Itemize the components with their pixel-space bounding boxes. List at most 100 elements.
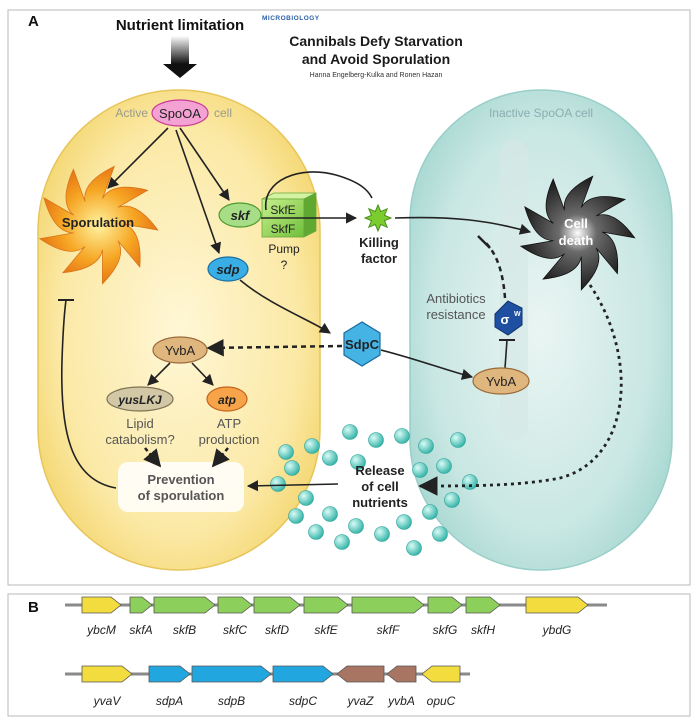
nutrient-limitation-label: Nutrient limitation xyxy=(116,17,244,34)
sporulation-starburst xyxy=(38,165,159,285)
yuslkj-label: yusLKJ xyxy=(117,393,162,407)
killing-factor-feedback-curve xyxy=(265,171,373,211)
gene-label-yvbA: yvbA xyxy=(387,694,415,708)
cell-death-starburst xyxy=(519,175,636,291)
nutrient-dot xyxy=(368,432,384,448)
arrow-yvba-atp xyxy=(191,362,214,386)
nutrient-dot xyxy=(278,444,294,460)
gene-arrow-opuC xyxy=(421,665,461,683)
release-label-line1: Release xyxy=(355,463,404,478)
gene-label-yvaV: yvaV xyxy=(93,694,122,708)
gene-label-skfA: skfA xyxy=(129,623,152,637)
nutrient-dot xyxy=(308,524,324,540)
nutrient-dot xyxy=(322,450,338,466)
yvba-left-node xyxy=(152,336,208,364)
sigma-w-superscript: W xyxy=(514,311,521,318)
journal-badge: MICROBIOLOGY xyxy=(262,15,320,22)
gene-label-ybdG: ybdG xyxy=(542,623,572,637)
nutrient-dot xyxy=(304,438,320,454)
nutrient-dot xyxy=(418,438,434,454)
pump-question: ? xyxy=(281,258,288,272)
gene-arrow-skfF xyxy=(351,596,425,614)
atp-node xyxy=(206,386,248,412)
nutrient-dots xyxy=(270,424,478,556)
atp-label: atp xyxy=(218,393,236,407)
nutrient-dot xyxy=(394,428,410,444)
nutrient-dot xyxy=(334,534,350,550)
nutrient-dot xyxy=(374,526,390,542)
skf-node xyxy=(218,202,262,228)
sdp-node xyxy=(207,256,249,282)
sigma-w-inhibition-bar xyxy=(477,235,491,249)
gene-label-skfH: skfH xyxy=(471,623,495,637)
nutrient-dot xyxy=(342,424,358,440)
gene-arrow-skfE xyxy=(303,596,349,614)
panel-a-frame xyxy=(7,9,691,586)
gene-label-yvaZ: yvaZ xyxy=(346,694,374,708)
gene-label-skfE: skfE xyxy=(314,623,338,637)
panel-b-frame xyxy=(7,593,691,717)
pump-side-face xyxy=(303,192,317,238)
gene-arrow-ybdG xyxy=(525,596,589,614)
nutrient-dot xyxy=(270,476,286,492)
arrow-release-prevention xyxy=(246,480,339,492)
arrow-sdpc-yvba-right xyxy=(380,349,474,380)
nutrient-dot xyxy=(436,458,452,474)
gene-arrow-yvaV xyxy=(81,665,133,683)
gene-label-ybcM: ybcM xyxy=(86,623,116,637)
arrow-atp-prevention xyxy=(211,447,230,468)
gene-arrow-sdpA xyxy=(148,665,191,683)
killing-factor-label-line1: Killing xyxy=(359,235,399,250)
gene-arrow-sdpB xyxy=(191,665,272,683)
arrow-spo0a-sdp xyxy=(175,129,221,255)
gene-arrow-yvaZ xyxy=(336,665,385,683)
nutrient-arrow-head xyxy=(163,64,197,78)
gene-label-sdpC: sdpC xyxy=(289,694,317,708)
release-label-line3: nutrients xyxy=(352,495,408,510)
gene-arrow-yvbA xyxy=(386,665,417,683)
gene-label-skfF: skfF xyxy=(377,623,400,637)
panel-b-label: B xyxy=(28,599,39,616)
arrow-killing-factor-cell-death xyxy=(394,216,532,235)
gene-label-sdpA: sdpA xyxy=(156,694,183,708)
gene-arrow-ybcM xyxy=(81,596,122,614)
active-cell-prefix: Active xyxy=(115,106,148,120)
sdpc-hexagon xyxy=(343,321,381,367)
article-authors: Hanna Engelberg-Kulka and Ronen Hazan xyxy=(310,72,443,79)
gene-arrow-skfB xyxy=(153,596,216,614)
sigma-w-label: σ xyxy=(501,312,510,327)
nutrient-dot xyxy=(350,454,366,470)
gene-label-skfD: skfD xyxy=(265,623,289,637)
lipid-catabolism-line1: Lipid xyxy=(126,416,153,431)
sigma-w-hexagon xyxy=(494,300,523,336)
prevention-label-line2: of sporulation xyxy=(138,488,225,503)
arrow-spo0a-sporulation xyxy=(107,127,169,189)
antibiotics-resistance-line2: resistance xyxy=(426,307,485,322)
gene-label-opuC: opuC xyxy=(427,694,456,708)
gene-arrow-sdpC xyxy=(272,665,334,683)
panel-a-label: A xyxy=(28,13,39,30)
nutrient-dot xyxy=(444,492,460,508)
nutrient-dot xyxy=(450,432,466,448)
gene-arrow-skfA xyxy=(129,596,153,614)
nutrient-dot xyxy=(396,514,412,530)
gene-arrow-skfG xyxy=(427,596,463,614)
spo0a-node xyxy=(151,99,209,127)
nutrient-dot xyxy=(462,474,478,490)
article-title-line2: and Avoid Sporulation xyxy=(302,51,450,67)
yvba-right-label: YvbA xyxy=(486,374,517,389)
arrow-sdp-sdpc xyxy=(239,279,331,334)
yvba-right-node xyxy=(472,367,530,395)
skfE-protein-label: SkfE xyxy=(270,203,295,217)
antibiotics-resistance-line1: Antibiotics xyxy=(426,291,486,306)
gene-label-skfB: skfB xyxy=(173,623,196,637)
killing-factor-label-line2: factor xyxy=(361,251,397,266)
active-cell-suffix: cell xyxy=(214,106,232,120)
nutrient-dot xyxy=(422,504,438,520)
nutrient-dot xyxy=(322,506,338,522)
prevention-inhibits-sporulation xyxy=(60,299,117,489)
gene-arrow-skfD xyxy=(253,596,301,614)
arrow-yvba-yuslkj xyxy=(147,362,171,386)
